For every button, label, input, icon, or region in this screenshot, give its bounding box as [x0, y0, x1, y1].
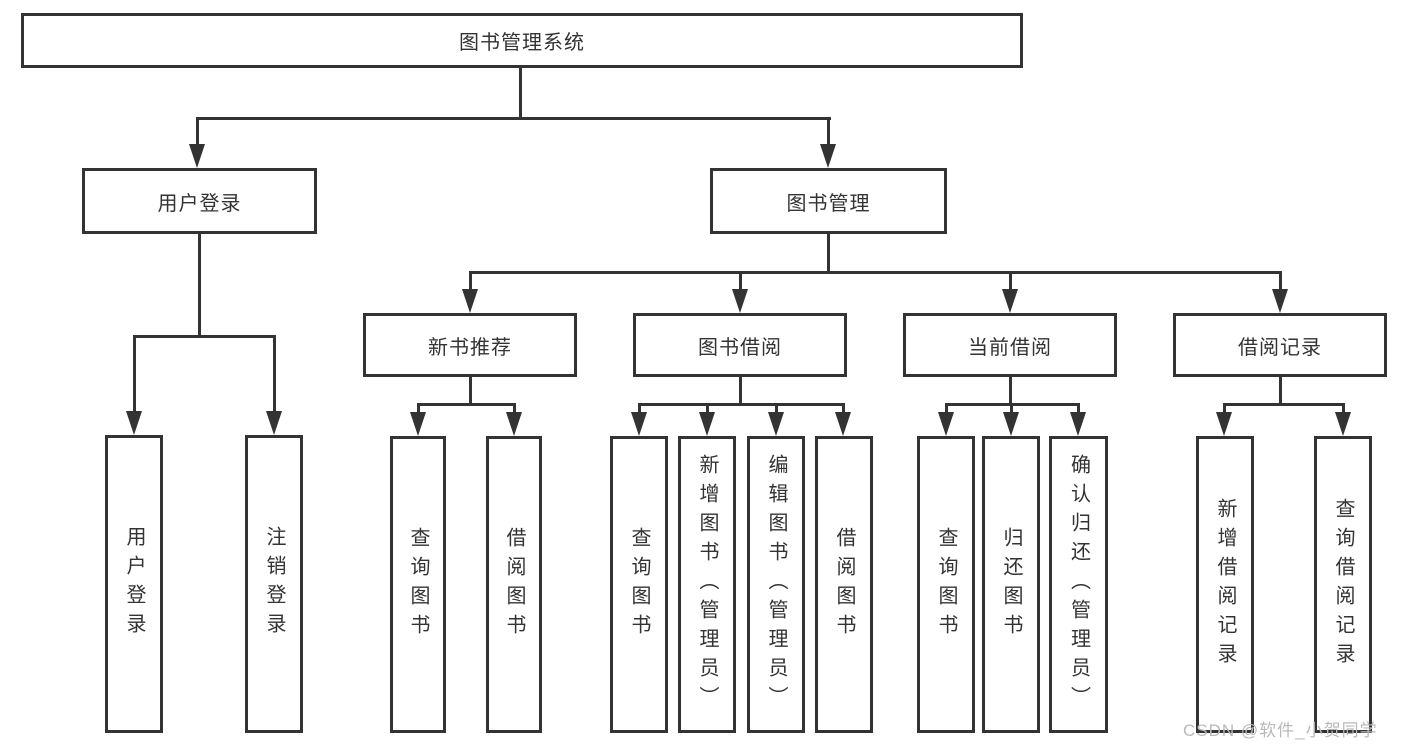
- node-label: 新书推荐: [428, 336, 512, 359]
- leaf-add-borrow-record: 新增借阅记录: [1196, 436, 1254, 733]
- connector-line: [842, 403, 845, 415]
- connector-line: [775, 403, 778, 415]
- node-borrow-records: 借阅记录: [1173, 313, 1387, 377]
- node-label: 借阅记录: [1238, 336, 1322, 359]
- connector-line: [638, 403, 845, 406]
- leaf-query-borrow-record: 查询借阅记录: [1314, 436, 1372, 733]
- connector-line: [945, 403, 948, 415]
- connector-line: [273, 335, 276, 413]
- connector-line: [827, 117, 830, 147]
- connector-line: [513, 403, 516, 415]
- leaf-query-books-borrow: 查询图书: [610, 436, 668, 733]
- connector-line: [1279, 377, 1282, 405]
- node-label: 查询借阅记录: [1332, 497, 1354, 672]
- node-label: 编辑图书（管理员）: [765, 454, 787, 715]
- connector-line: [133, 335, 276, 338]
- node-label: 借阅图书: [833, 526, 855, 643]
- node-label: 当前借阅: [968, 336, 1052, 359]
- arrowhead-down-icon: [266, 411, 282, 435]
- arrowhead-down-icon: [410, 412, 426, 436]
- csdn-watermark: CSDN @软件_小贺同学: [1183, 721, 1378, 740]
- arrowhead-down-icon: [631, 412, 647, 436]
- node-label: 查询图书: [628, 526, 650, 643]
- node-book-borrow: 图书借阅: [633, 313, 847, 377]
- connector-line: [1077, 403, 1080, 415]
- leaf-logout: 注销登录: [245, 435, 303, 733]
- arrowhead-down-icon: [1070, 412, 1086, 436]
- node-label: 查询图书: [935, 526, 957, 643]
- connector-line: [1279, 271, 1282, 291]
- leaf-return-books: 归还图书: [982, 436, 1040, 733]
- leaf-user-login: 用户登录: [105, 435, 163, 733]
- node-label: 归还图书: [1000, 526, 1022, 643]
- node-label: 用户登录: [157, 192, 242, 215]
- arrowhead-down-icon: [1216, 412, 1232, 436]
- arrowhead-down-icon: [835, 412, 851, 436]
- connector-line: [196, 117, 199, 147]
- connector-line: [469, 271, 1282, 274]
- node-new-book-recommend: 新书推荐: [363, 313, 577, 377]
- connector-line: [469, 271, 472, 291]
- node-root-library-system: 图书管理系统: [21, 13, 1023, 68]
- connector-line: [417, 403, 420, 415]
- node-label: 图书借阅: [698, 336, 782, 359]
- node-label: 用户登录: [123, 526, 145, 642]
- node-label: 查询图书: [407, 526, 429, 643]
- connector-line: [1009, 377, 1012, 405]
- arrowhead-down-icon: [699, 412, 715, 436]
- connector-line: [133, 335, 136, 413]
- connector-line: [1342, 403, 1345, 415]
- node-current-borrow: 当前借阅: [903, 313, 1117, 377]
- arrowhead-down-icon: [768, 412, 784, 436]
- connector-line: [469, 377, 472, 405]
- connector-line: [638, 403, 641, 415]
- arrowhead-down-icon: [820, 144, 836, 168]
- leaf-confirm-return-admin: 确认归还（管理员）: [1049, 436, 1108, 733]
- node-label: 借阅图书: [503, 526, 525, 643]
- arrowhead-down-icon: [189, 144, 205, 168]
- connector-line: [739, 271, 742, 291]
- connector-line: [739, 377, 742, 405]
- node-label: 确认归还（管理员）: [1067, 454, 1090, 715]
- connector-line: [1009, 271, 1012, 291]
- arrowhead-down-icon: [1003, 412, 1019, 436]
- arrowhead-down-icon: [938, 412, 954, 436]
- connector-line: [1223, 403, 1226, 415]
- arrowhead-down-icon: [462, 289, 478, 313]
- arrowhead-down-icon: [1272, 289, 1288, 313]
- arrowhead-down-icon: [732, 289, 748, 313]
- connector-line: [417, 403, 516, 406]
- node-label: 新增借阅记录: [1214, 497, 1236, 672]
- connector-line: [827, 234, 830, 274]
- connector-line: [198, 234, 201, 338]
- node-label: 新增图书（管理员）: [696, 454, 718, 715]
- arrowhead-down-icon: [506, 412, 522, 436]
- leaf-edit-books-admin: 编辑图书（管理员）: [747, 436, 805, 733]
- node-user-login: 用户登录: [82, 168, 317, 234]
- leaf-add-books-admin: 新增图书（管理员）: [678, 436, 736, 733]
- node-book-management: 图书管理: [710, 168, 947, 234]
- node-label: 图书管理系统: [459, 32, 585, 54]
- leaf-query-books-current: 查询图书: [917, 436, 975, 733]
- leaf-borrow-books-recommend: 借阅图书: [486, 436, 542, 733]
- node-label: 注销登录: [263, 526, 285, 642]
- arrowhead-down-icon: [1002, 289, 1018, 313]
- connector-line: [706, 403, 709, 415]
- connector-line: [1223, 403, 1345, 406]
- connector-line: [519, 68, 522, 120]
- leaf-borrow-books: 借阅图书: [815, 436, 873, 733]
- node-label: 图书管理: [786, 192, 871, 215]
- leaf-query-books-recommend: 查询图书: [390, 436, 446, 733]
- arrowhead-down-icon: [126, 411, 142, 435]
- connector-line: [1010, 403, 1013, 415]
- arrowhead-down-icon: [1335, 412, 1351, 436]
- connector-line: [196, 117, 831, 120]
